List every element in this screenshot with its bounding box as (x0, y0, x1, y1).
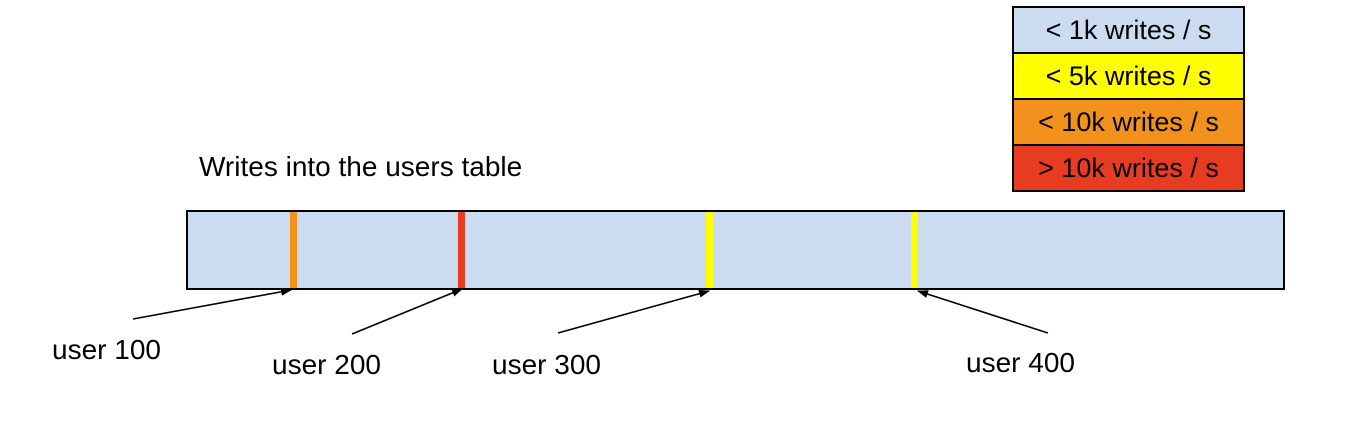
user-label: user 400 (966, 347, 1075, 378)
legend-item-label: < 1k writes / s (1045, 15, 1212, 45)
legend-item: < 5k writes / s (1012, 52, 1245, 100)
user-label: user 100 (52, 334, 161, 365)
arrow-line (351, 288, 463, 335)
legend-item: < 1k writes / s (1012, 6, 1245, 54)
arrow-line (132, 287, 292, 320)
legend-item: > 10k writes / s (1012, 144, 1245, 192)
write-hotspot-stripe (289, 212, 297, 288)
write-hotspot-stripe (911, 212, 919, 288)
arrow-line (917, 290, 1049, 334)
write-hotspot-stripe (706, 212, 714, 288)
write-hotspot-stripe (458, 212, 466, 288)
users-table-bar (186, 210, 1285, 290)
legend-item-label: < 10k writes / s (1038, 107, 1219, 137)
user-label: user 200 (272, 349, 381, 380)
legend-item-label: > 10k writes / s (1038, 153, 1219, 183)
legend-item-label: < 5k writes / s (1045, 61, 1212, 91)
arrow-line (557, 289, 710, 334)
user-label: user 300 (492, 349, 601, 380)
diagram-title: Writes into the users table (199, 151, 523, 182)
legend: < 1k writes / s < 5k writes / s < 10k writ… (1012, 6, 1245, 192)
legend-item: < 10k writes / s (1012, 98, 1245, 146)
